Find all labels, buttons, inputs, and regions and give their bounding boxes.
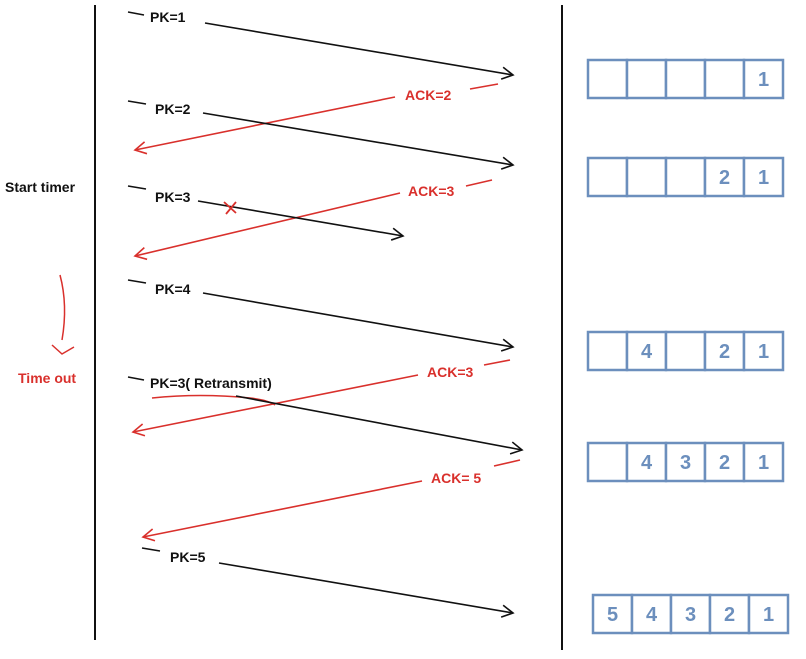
buffer-cell-value: 1 xyxy=(758,452,769,474)
timer-down-arrow xyxy=(59,274,66,341)
buffer-cell xyxy=(586,441,629,483)
buffer-cell xyxy=(586,156,629,198)
packet-tick xyxy=(127,376,145,381)
buffer-cell xyxy=(586,58,629,100)
buffer-cell xyxy=(742,330,785,372)
buffer-cell-value: 4 xyxy=(641,452,653,474)
ack-label: ACK=2 xyxy=(405,87,452,103)
buffer-cell xyxy=(664,156,707,198)
packet-arrow xyxy=(202,112,515,170)
buffer-cell-value: 4 xyxy=(646,604,658,626)
buffer-cell-value: 4 xyxy=(641,341,653,363)
buffer-cell xyxy=(742,58,785,100)
buffer-row: 4 3 2 1 xyxy=(586,441,785,483)
ack-tick xyxy=(465,179,493,187)
packet-arrow xyxy=(202,292,515,352)
retransmit-packet-arrow xyxy=(235,395,524,455)
buffer-cell-value: 2 xyxy=(719,341,730,363)
buffer-row: 5 4 3 2 1 xyxy=(591,593,790,635)
ack-arrow xyxy=(133,192,401,261)
buffer-cell xyxy=(625,156,668,198)
buffer-cell-value: 3 xyxy=(680,452,691,474)
ack-tick xyxy=(483,359,511,366)
start-timer-label: Start timer xyxy=(5,179,76,195)
buffer-cell xyxy=(664,58,707,100)
ack-label: ACK=3 xyxy=(427,364,474,380)
buffer-row: 4 2 1 xyxy=(586,330,785,372)
ack-arrow xyxy=(141,480,423,542)
packet-arrow xyxy=(218,562,515,618)
buffer-cell-value: 5 xyxy=(607,604,618,626)
buffer-cell xyxy=(625,330,668,372)
ack-label: ACK=3 xyxy=(408,183,455,199)
buffer-cell xyxy=(703,58,746,100)
buffer-cell-value: 2 xyxy=(719,452,730,474)
buffer-cell xyxy=(664,330,707,372)
buffer-cell-value: 2 xyxy=(719,167,730,189)
packet-label: PK=2 xyxy=(155,101,191,117)
ack-tick xyxy=(493,459,521,467)
buffer-cell xyxy=(703,441,746,483)
buffer-cell xyxy=(625,58,668,100)
packet-label: PK=3 xyxy=(155,189,191,205)
timeout-label: Time out xyxy=(18,370,76,386)
packet-label: PK=4 xyxy=(155,281,191,297)
packet-tick xyxy=(127,100,147,105)
buffer-cell xyxy=(703,156,746,198)
buffer-cell-value: 1 xyxy=(758,69,769,91)
packet-tick xyxy=(127,279,147,284)
buffer-cell xyxy=(625,441,668,483)
buffer-cell-value: 1 xyxy=(758,341,769,363)
buffer-cell xyxy=(747,593,790,635)
packet-label: PK=5 xyxy=(170,549,206,565)
buffer-cell xyxy=(742,441,785,483)
buffer-cell xyxy=(669,593,712,635)
buffer-cell xyxy=(586,330,629,372)
packet-label: PK=1 xyxy=(150,9,186,25)
packet-arrow xyxy=(204,22,515,80)
buffer-cell xyxy=(591,593,634,635)
ack-tick xyxy=(469,83,499,90)
lost-cross-icon xyxy=(223,201,237,215)
buffer-cell-value: 3 xyxy=(685,604,696,626)
ack-label: ACK= 5 xyxy=(431,470,481,486)
packet-tick xyxy=(127,185,147,190)
packet-tick xyxy=(127,11,145,16)
buffer-cell-value: 1 xyxy=(758,167,769,189)
buffer-row: 1 xyxy=(586,58,785,100)
buffer-cell xyxy=(742,156,785,198)
packet-tick xyxy=(141,547,161,552)
timer-down-arrowhead xyxy=(51,344,75,355)
buffer-cell-value: 1 xyxy=(763,604,774,626)
packet-label: PK=3( Retransmit) xyxy=(150,375,272,391)
buffer-cell-value: 2 xyxy=(724,604,735,626)
buffer-cell xyxy=(703,330,746,372)
